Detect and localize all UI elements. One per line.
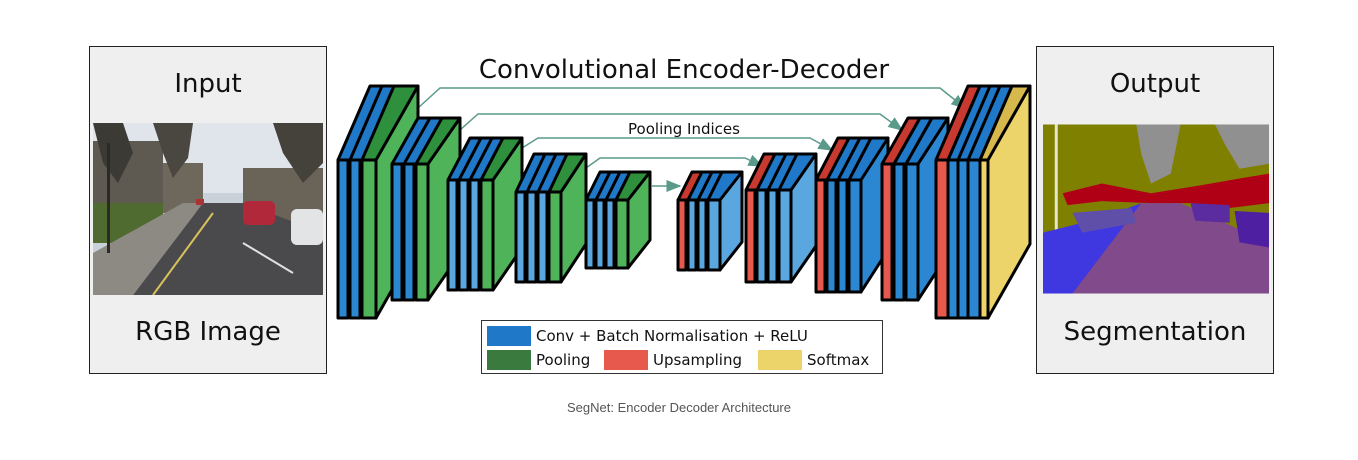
encoder-block-2 <box>390 116 462 302</box>
decoder-block-5 <box>934 84 1032 320</box>
decoder-block-2 <box>744 152 818 284</box>
legend-item-upsample: Upsampling <box>604 349 742 371</box>
skip-label: Pooling Indices <box>628 120 740 138</box>
skip-arrow-3 <box>521 137 834 151</box>
skip-arrow-1 <box>417 87 967 109</box>
legend-label-conv: Conv + Batch Normalisation + ReLU <box>536 327 808 345</box>
output-panel: Output Segmentation <box>1036 46 1274 374</box>
diagram-title: Convolutional Encoder-Decoder <box>479 55 889 85</box>
decoder-block-1 <box>676 170 744 272</box>
input-panel: Input RGB Image <box>89 46 327 374</box>
legend-label-pool: Pooling <box>536 351 591 369</box>
legend-swatch-pool <box>487 350 531 370</box>
legend-label-upsample: Upsampling <box>653 351 743 369</box>
figure-caption: SegNet: Encoder Decoder Architecture <box>566 400 791 415</box>
output-subtitle: Segmentation <box>1063 317 1247 347</box>
legend-swatch-upsample <box>604 350 648 370</box>
skip-arrow-2 <box>459 113 904 131</box>
legend-label-softmax: Softmax <box>807 351 870 369</box>
encoder-block-4 <box>514 152 588 284</box>
segmentation-map <box>1043 124 1269 294</box>
legend: Conv + Batch Normalisation + ReLU Poolin… <box>481 320 883 374</box>
legend-swatch-conv <box>487 326 531 346</box>
legend-item-softmax: Softmax <box>758 349 869 371</box>
legend-item-conv: Conv + Batch Normalisation + ReLU <box>487 325 808 347</box>
legend-swatch-softmax <box>758 350 802 370</box>
encoder-block-5 <box>584 170 652 270</box>
input-subtitle: RGB Image <box>135 317 281 347</box>
legend-item-pool: Pooling <box>487 349 590 371</box>
decoder-block-3 <box>814 136 890 294</box>
encoder-block-3 <box>446 136 524 292</box>
input-title: Input <box>174 69 242 99</box>
skip-arrow-4 <box>585 154 764 169</box>
street-photo <box>93 123 323 295</box>
skip-arrows <box>417 87 967 192</box>
output-title: Output <box>1109 69 1201 99</box>
